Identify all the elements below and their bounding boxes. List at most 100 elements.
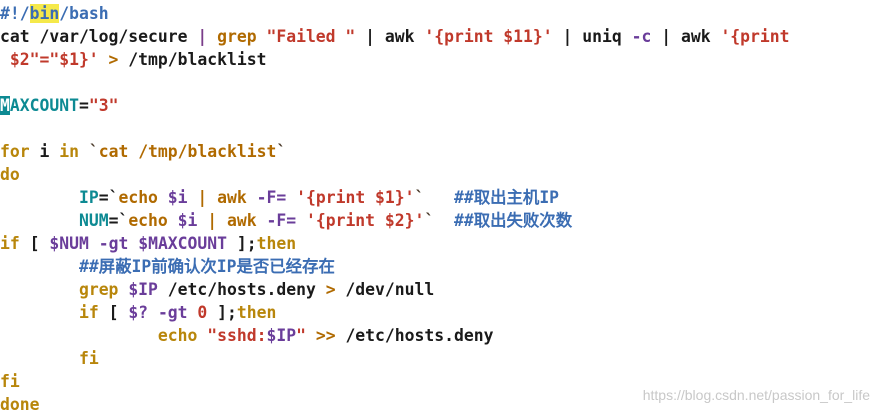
code-token: do [0, 165, 20, 184]
code-token: for [0, 142, 30, 161]
code-token [296, 211, 306, 230]
code-token: "Failed " [266, 27, 356, 46]
code-token: -gt [98, 234, 129, 253]
code-token: '{print $2}' [305, 211, 425, 230]
code-token: -F= [266, 211, 297, 230]
code-token: '{print $11}' [424, 27, 553, 46]
code-token: > [98, 50, 129, 69]
code-line[interactable]: if [ $? -gt 0 ];then [0, 301, 879, 324]
code-token: "sshd: [207, 326, 267, 345]
code-token [0, 257, 79, 276]
code-token: | [197, 27, 218, 46]
code-token: cat /tmp/blacklist [98, 142, 277, 161]
code-token [0, 303, 79, 322]
code-token: = [78, 96, 89, 115]
code-token: " [296, 326, 306, 345]
code-token: ##取出主机IP [454, 188, 560, 207]
code-token: -gt [157, 303, 188, 322]
code-line[interactable]: if [ $NUM -gt $MAXCOUNT ];then [0, 232, 879, 255]
code-token: >> [305, 326, 346, 345]
code-token: [ [98, 303, 129, 322]
code-token [0, 280, 79, 299]
code-token: > [325, 280, 336, 299]
text-cursor: M [0, 96, 10, 115]
code-token: $IP [266, 326, 297, 345]
code-token [0, 188, 79, 207]
code-token: /etc/hosts.deny [345, 326, 494, 345]
code-line[interactable]: cat /var/log/secure | grep "Failed " | a… [0, 25, 879, 48]
code-token [197, 326, 207, 345]
code-token: $2"="$1}' [0, 50, 99, 69]
code-line[interactable]: for i in `cat /tmp/blacklist` [0, 140, 879, 163]
code-line[interactable]: #!/bin/bash [0, 2, 879, 25]
code-token: | awk [651, 27, 721, 46]
code-token: cat /var/log/secure [0, 27, 198, 46]
code-token: /tmp/blacklist [128, 50, 267, 69]
code-token: fi [0, 372, 20, 391]
code-token: | uniq [552, 27, 632, 46]
code-token: i [29, 142, 60, 161]
code-token [286, 188, 296, 207]
code-token: grep [78, 280, 119, 299]
code-token [118, 280, 128, 299]
code-token: "3" [88, 96, 119, 115]
code-line[interactable] [0, 117, 879, 140]
code-token: echo [157, 326, 198, 345]
code-token: fi [78, 349, 99, 368]
code-token: ` [78, 142, 99, 161]
code-token [0, 326, 158, 345]
code-token: 0 [197, 303, 208, 322]
code-token: [ [19, 234, 50, 253]
code-line[interactable]: fi [0, 347, 879, 370]
code-token: /bash [59, 4, 109, 23]
code-token: ` [424, 211, 454, 230]
code-line[interactable]: do [0, 163, 879, 186]
code-token: #!/ [0, 4, 30, 23]
code-token: $i [167, 188, 188, 207]
code-line[interactable]: done [0, 393, 879, 413]
code-token: then [236, 303, 277, 322]
code-line[interactable]: grep $IP /etc/hosts.deny > /dev/null [0, 278, 879, 301]
code-line[interactable]: NUM=`echo $i | awk -F= '{print $2}'` ##取… [0, 209, 879, 232]
code-token: | awk [197, 211, 267, 230]
code-token: echo [128, 211, 178, 230]
code-token: NUM [78, 211, 109, 230]
code-token: /dev/null [335, 280, 435, 299]
code-token: done [0, 395, 40, 413]
search-match: bin [29, 4, 60, 23]
code-token: AXCOUNT [9, 96, 79, 115]
code-token: in [59, 142, 79, 161]
code-token: $? [128, 303, 149, 322]
code-token: ` [414, 188, 455, 207]
code-token [89, 234, 99, 253]
code-token [148, 303, 158, 322]
code-token: /etc/hosts.deny [157, 280, 326, 299]
code-token: IP [78, 188, 99, 207]
code-line[interactable]: $2"="$1}' > /tmp/blacklist [0, 48, 879, 71]
code-token: $i [177, 211, 198, 230]
code-token [0, 211, 79, 230]
code-token: '{print $1}' [296, 188, 415, 207]
code-line[interactable]: MAXCOUNT="3" [0, 94, 879, 117]
code-token: if [0, 234, 20, 253]
code-line[interactable]: IP=`echo $i | awk -F= '{print $1}'` ##取出… [0, 186, 879, 209]
code-token: | awk [355, 27, 425, 46]
code-line[interactable]: echo "sshd:$IP" >> /etc/hosts.deny [0, 324, 879, 347]
code-token: $NUM [49, 234, 89, 253]
code-line[interactable]: ##屏蔽IP前确认次IP是否已经存在 [0, 255, 879, 278]
code-token: '{print [720, 27, 790, 46]
code-line[interactable] [0, 71, 879, 94]
code-token: ##屏蔽IP前确认次IP是否已经存在 [78, 257, 335, 276]
code-token: ` [276, 142, 287, 161]
code-token: $IP [128, 280, 158, 299]
code-line[interactable]: fi [0, 370, 879, 393]
code-token: $MAXCOUNT [138, 234, 228, 253]
code-token: -c [631, 27, 652, 46]
code-token: ]; [227, 234, 257, 253]
code-token: then [256, 234, 297, 253]
code-token: | awk [187, 188, 257, 207]
code-token: -F= [256, 188, 287, 207]
code-token: grep [217, 27, 267, 46]
blog-watermark: https://blog.csdn.net/passion_for_life [642, 387, 870, 403]
